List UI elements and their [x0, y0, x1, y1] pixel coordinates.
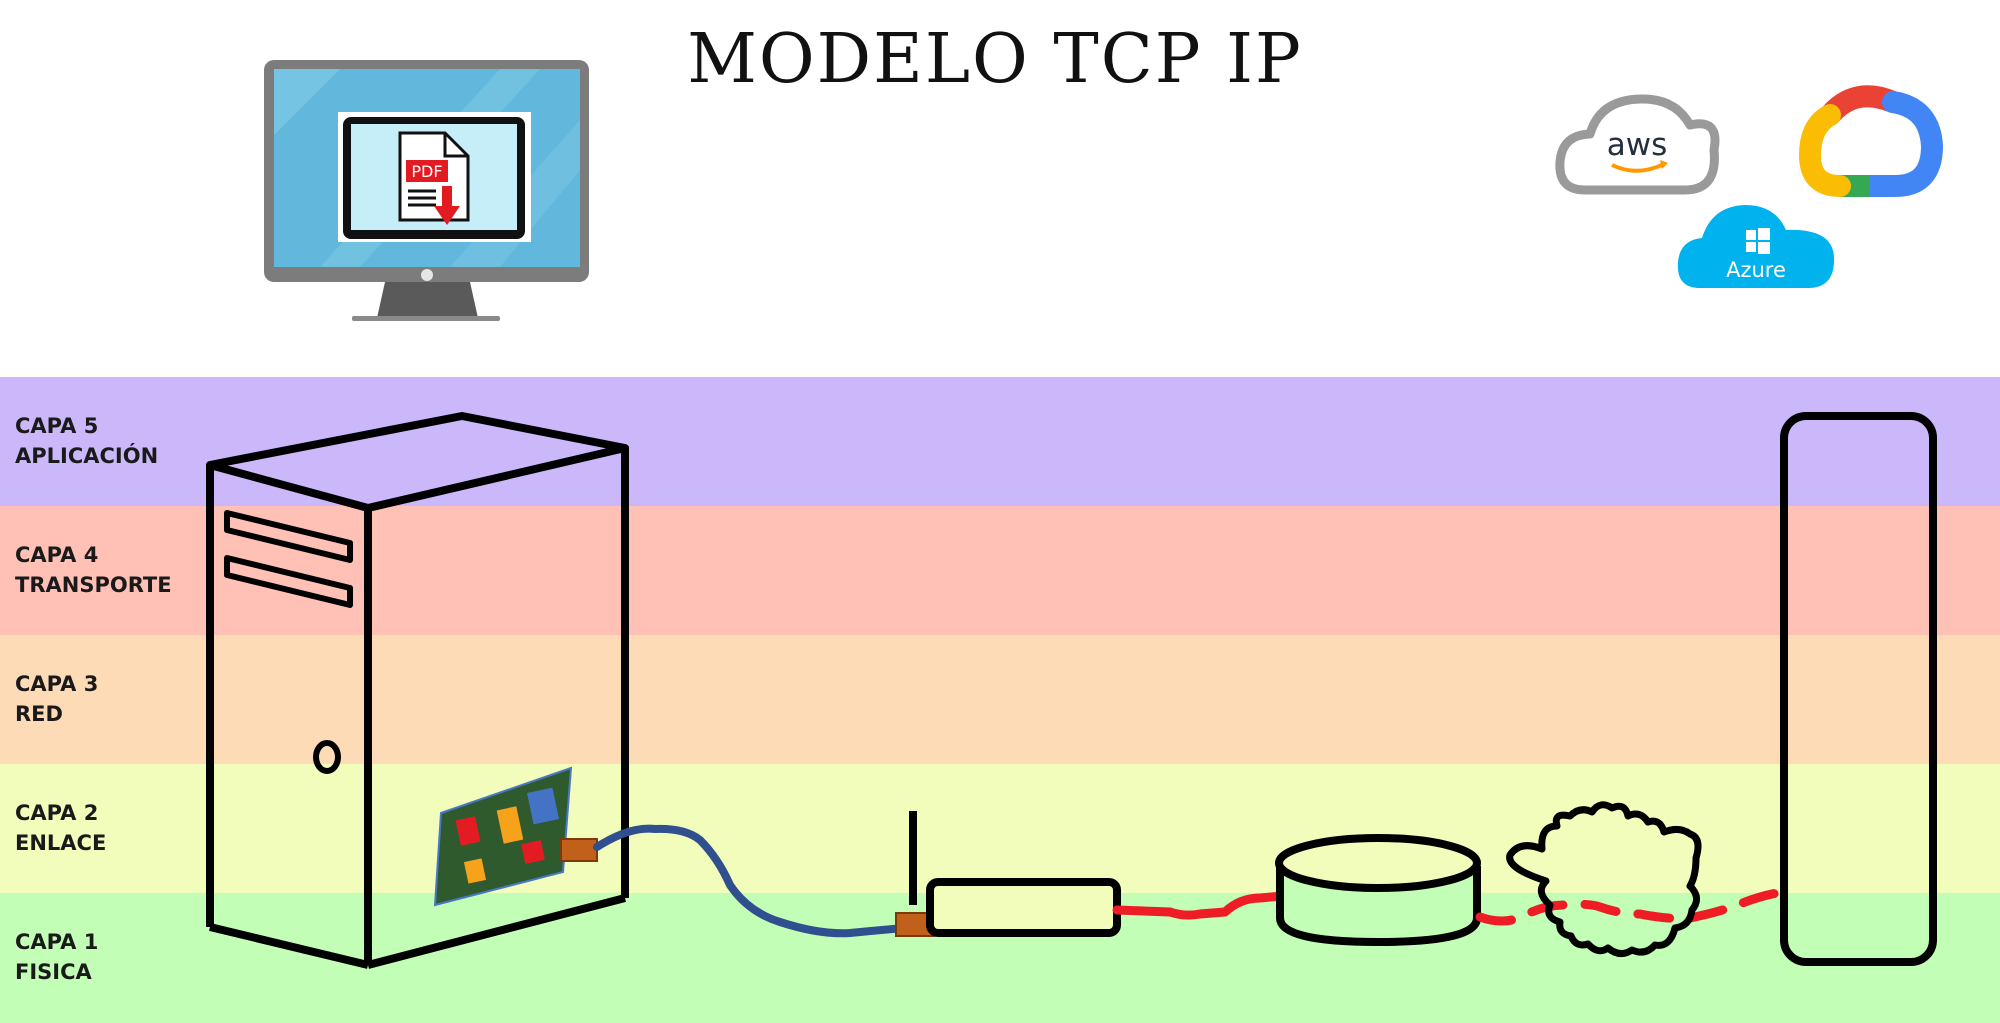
internet-cloud-icon: [1506, 801, 1702, 957]
aws-logo-text: aws: [1607, 127, 1668, 163]
azure-logo-text: Azure: [1726, 258, 1786, 282]
link-cable: [593, 824, 909, 938]
pdf-badge: PDF: [411, 162, 442, 181]
computer-tower-icon: [206, 412, 629, 969]
server-icon: [1780, 412, 1937, 966]
aws-cloud-icon: aws: [1555, 94, 1720, 195]
page-title: MODELO TCP IP: [687, 20, 1303, 99]
wan-link-2: [1475, 886, 1800, 926]
switch-icon: [1275, 834, 1481, 947]
monitor-icon: PDF: [264, 60, 589, 321]
network-card-icon: [433, 766, 598, 907]
wan-link-1: [1112, 891, 1305, 920]
router-icon: [895, 811, 1121, 937]
azure-cloud-icon: Azure: [1677, 205, 1835, 288]
google-cloud-icon: [1798, 85, 1944, 197]
